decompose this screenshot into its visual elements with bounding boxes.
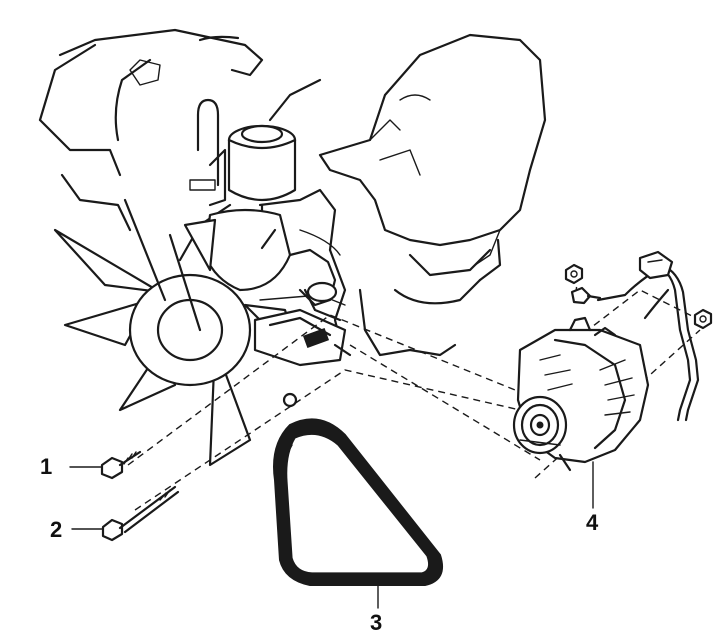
intake-housing [318, 33, 547, 266]
drive-belt [273, 418, 444, 586]
callout-4: 4 [586, 510, 599, 535]
dipstick-tube [189, 98, 220, 191]
alternator [512, 316, 650, 472]
water-pump [203, 208, 338, 307]
callout-leaders [69, 461, 594, 609]
nut-right [693, 308, 713, 330]
alignment-lines [127, 274, 701, 511]
nut-upper [564, 263, 584, 285]
callout-2: 2 [50, 517, 62, 542]
cooling-fan [53, 198, 302, 467]
callout-1: 1 [40, 454, 52, 479]
engine-block [38, 28, 502, 357]
fluid-reservoir [227, 124, 297, 230]
bolt-2 [101, 485, 180, 542]
mounting-bracket [253, 308, 352, 408]
callout-3: 3 [370, 610, 382, 635]
wire-harness [570, 250, 700, 422]
bolt-1 [100, 450, 142, 480]
